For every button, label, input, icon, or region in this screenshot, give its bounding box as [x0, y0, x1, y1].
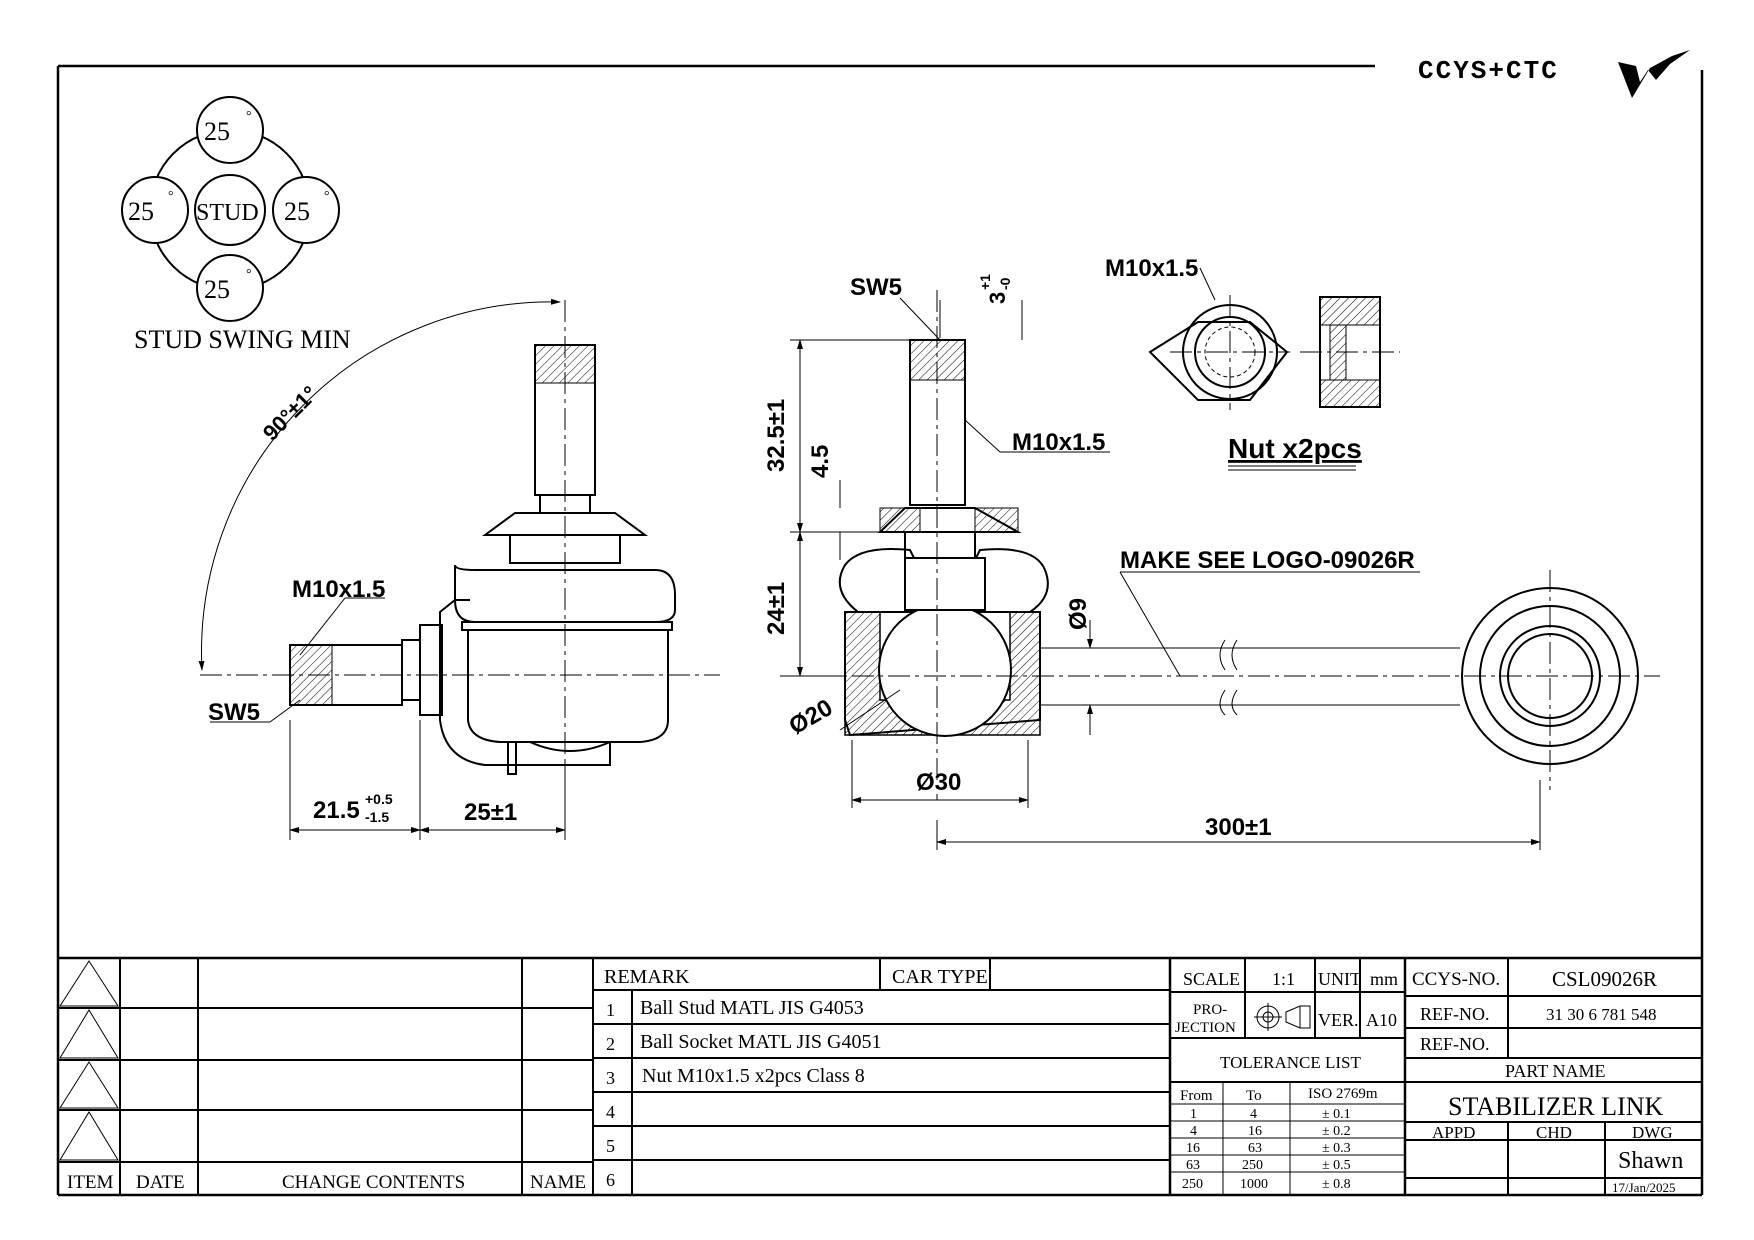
svg-text:UNIT: UNIT	[1318, 969, 1361, 989]
stud-swing-diagram: 25 ° 25 ° STUD 25 ° 25 ° STUD SWING MIN	[121, 96, 351, 354]
svg-text:APPD: APPD	[1432, 1123, 1475, 1142]
svg-text:CAR TYPE: CAR TYPE	[892, 966, 988, 988]
sheet-frame	[56, 64, 1704, 1197]
svg-text:± 0.3: ± 0.3	[1322, 1141, 1351, 1156]
svg-text:250: 250	[1242, 1158, 1263, 1173]
svg-text:25: 25	[204, 275, 230, 304]
svg-text:Shawn: Shawn	[1618, 1148, 1683, 1174]
svg-text:°: °	[246, 267, 252, 282]
svg-text:TOLERANCE LIST: TOLERANCE LIST	[1220, 1053, 1361, 1072]
svg-text:PART NAME: PART NAME	[1505, 1061, 1605, 1081]
svg-text:+0.5: +0.5	[365, 791, 393, 807]
svg-text:REF-NO.: REF-NO.	[1420, 1034, 1490, 1054]
svg-text:Ball Stud MATL JIS G4053: Ball Stud MATL JIS G4053	[640, 997, 864, 1019]
company-logo: CCYS+CTC	[1418, 50, 1690, 98]
front-view: 32.5±1 4.5 24±1 SW5 3 +1 -0 M10x1.5 Ø20 …	[763, 274, 1660, 850]
svg-text:STUD: STUD	[196, 200, 259, 226]
svg-text:VER.: VER.	[1318, 1010, 1359, 1030]
svg-text:± 0.1: ± 0.1	[1322, 1107, 1351, 1122]
svg-text:Ø20: Ø20	[785, 694, 838, 740]
svg-text:°: °	[168, 189, 174, 204]
svg-text:31 30 6 781 548: 31 30 6 781 548	[1546, 1005, 1657, 1024]
svg-text:6: 6	[606, 1170, 615, 1190]
svg-text:REF-NO.: REF-NO.	[1420, 1004, 1490, 1024]
svg-text:ITEM: ITEM	[67, 1172, 114, 1193]
svg-text:± 0.2: ± 0.2	[1322, 1124, 1351, 1139]
svg-text:Ball Socket MATL JIS G4051: Ball Socket MATL JIS G4051	[640, 1031, 881, 1053]
title-block: SCALE 1:1 UNIT mm PRO- JECTION VER. A10 …	[1175, 967, 1683, 1195]
svg-text:250: 250	[1182, 1177, 1203, 1192]
svg-text:90°±1°: 90°±1°	[258, 381, 323, 446]
svg-text:SW5: SW5	[208, 699, 260, 726]
remarks-table: REMARK CAR TYPE 1 Ball Stud MATL JIS G40…	[604, 966, 988, 1190]
svg-text:4: 4	[1190, 1124, 1197, 1139]
svg-text:4.5: 4.5	[807, 445, 834, 478]
svg-text:STABILIZER LINK: STABILIZER LINK	[1448, 1092, 1663, 1121]
svg-text:-0: -0	[997, 277, 1013, 290]
svg-text:Ø9: Ø9	[1065, 598, 1092, 630]
svg-text:25: 25	[128, 197, 154, 226]
svg-text:Nut M10x1.5 x2pcs Class 8: Nut M10x1.5 x2pcs Class 8	[642, 1065, 865, 1087]
svg-text:REMARK: REMARK	[604, 966, 690, 988]
svg-text:CHANGE CONTENTS: CHANGE CONTENTS	[282, 1172, 465, 1193]
svg-text:300±1: 300±1	[1205, 814, 1272, 841]
svg-text:16: 16	[1248, 1124, 1262, 1139]
svg-text:3: 3	[985, 292, 1010, 304]
svg-text:Nut x2pcs: Nut x2pcs	[1228, 433, 1362, 464]
svg-text:DWG: DWG	[1632, 1123, 1673, 1142]
svg-text:M10x1.5: M10x1.5	[1012, 429, 1105, 456]
svg-text:4: 4	[1250, 1107, 1257, 1122]
svg-text:25: 25	[204, 117, 230, 146]
svg-text:1: 1	[1190, 1107, 1197, 1122]
svg-text:21.5: 21.5	[313, 797, 360, 824]
svg-text:-1.5: -1.5	[365, 809, 389, 825]
svg-text:To: To	[1246, 1088, 1262, 1104]
svg-text:1: 1	[606, 1000, 615, 1020]
svg-text:°: °	[246, 109, 252, 124]
svg-text:25: 25	[284, 197, 310, 226]
svg-text:± 0.8: ± 0.8	[1322, 1177, 1351, 1192]
svg-text:DATE: DATE	[136, 1172, 185, 1193]
svg-text:A10: A10	[1366, 1010, 1397, 1030]
svg-text:mm: mm	[1370, 969, 1398, 989]
svg-text:5: 5	[606, 1136, 615, 1156]
svg-text:M10x1.5: M10x1.5	[292, 576, 385, 603]
svg-text:ISO 2769m: ISO 2769m	[1308, 1086, 1378, 1102]
svg-text:STUD SWING MIN: STUD SWING MIN	[134, 325, 351, 354]
svg-text:MAKE SEE LOGO-09026R: MAKE SEE LOGO-09026R	[1120, 547, 1415, 574]
svg-text:63: 63	[1186, 1158, 1200, 1173]
svg-text:+1: +1	[977, 274, 993, 290]
svg-text:SCALE: SCALE	[1183, 969, 1240, 989]
revision-table: ITEM DATE CHANGE CONTENTS NAME	[67, 1172, 586, 1193]
svg-text:1000: 1000	[1240, 1177, 1268, 1192]
svg-text:Ø30: Ø30	[916, 769, 961, 796]
svg-text:CHD: CHD	[1536, 1123, 1572, 1142]
svg-text:CSL09026R: CSL09026R	[1552, 967, 1657, 991]
svg-text:16: 16	[1186, 1141, 1200, 1156]
svg-text:3: 3	[606, 1068, 615, 1088]
svg-text:25±1: 25±1	[464, 799, 517, 826]
svg-text:PRO-: PRO-	[1193, 1002, 1227, 1018]
svg-text:1:1: 1:1	[1272, 969, 1295, 989]
svg-text:CCYS+CTC: CCYS+CTC	[1418, 56, 1559, 86]
svg-text:2: 2	[606, 1034, 615, 1054]
svg-text:JECTION: JECTION	[1175, 1020, 1236, 1036]
svg-text:32.5±1: 32.5±1	[763, 399, 790, 472]
svg-text:± 0.5: ± 0.5	[1322, 1158, 1351, 1173]
svg-text:4: 4	[606, 1102, 615, 1122]
svg-text:17/Jan/2025: 17/Jan/2025	[1612, 1180, 1676, 1195]
svg-text:24±1: 24±1	[763, 582, 790, 635]
svg-text:SW5: SW5	[850, 274, 902, 301]
svg-text:M10x1.5: M10x1.5	[1105, 255, 1198, 282]
svg-text:63: 63	[1248, 1141, 1262, 1156]
title-block-grid	[58, 956, 1702, 1195]
svg-text:°: °	[324, 189, 330, 204]
svg-text:From: From	[1180, 1088, 1213, 1104]
side-view: 90°±1° M10x1.5 SW5 21.5 +0.5 -	[198, 298, 720, 840]
nut-detail: M10x1.5 Nut x2pcs	[1105, 255, 1400, 471]
svg-text:NAME: NAME	[530, 1172, 586, 1193]
svg-text:CCYS-NO.: CCYS-NO.	[1412, 969, 1500, 990]
